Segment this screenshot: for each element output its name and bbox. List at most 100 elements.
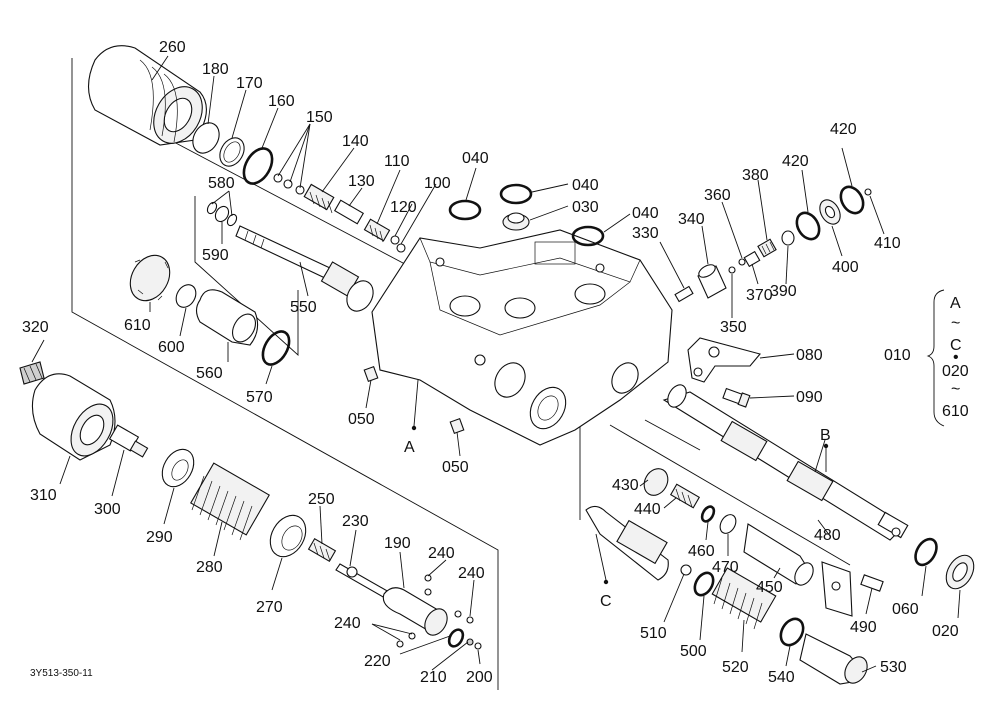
part-120-ring [390,235,400,245]
label-530: 530 [880,659,907,676]
part-320-label [19,361,45,385]
part-050-screws [363,365,465,435]
label-260: 260 [159,39,186,56]
part-380-spring [757,238,777,258]
part-520-spring [711,567,777,630]
part-390-plug [781,230,795,246]
label-150: 150 [306,109,333,126]
label-060: 060 [892,601,919,618]
label-520: 520 [722,659,749,676]
label-110: 110 [384,153,410,170]
label-510: 510 [640,625,667,642]
label-140: 140 [342,133,369,150]
label-080: 080 [796,347,823,364]
label-120: 120 [390,199,417,216]
part-030-plug [502,212,530,231]
part-060-oring [914,537,938,567]
label-290: 290 [146,529,173,546]
reference-letters: A B C [404,427,831,610]
label-040-c: 040 [632,205,659,222]
label-280: 280 [196,559,223,576]
part-330-pin [674,285,694,303]
label-170: 170 [236,75,263,92]
part-490-bolt-plate [821,561,884,617]
part-090-bolt [722,387,751,408]
part-310-housing [31,373,116,461]
range-tilde-2: ~ [951,381,960,398]
label-550: 550 [290,299,317,316]
ref-a: A [404,439,415,456]
label-580: 580 [208,175,235,192]
label-050-a: 050 [348,411,375,428]
label-360: 360 [704,187,731,204]
part-270-sleeve [269,514,307,558]
part-350-ball [728,266,736,274]
label-240-c: 240 [334,615,361,632]
part-200-ring [466,638,482,650]
part-510-spool-c [585,505,692,581]
label-610: 610 [124,317,151,334]
label-210: 210 [420,669,447,686]
label-180: 180 [202,61,229,78]
part-530-cap [799,633,868,685]
part-580-rings [206,201,238,227]
label-400: 400 [832,259,859,276]
label-570: 570 [246,389,273,406]
label-390: 390 [770,283,797,300]
label-430: 430 [612,477,639,494]
label-320: 320 [22,319,49,336]
part-560-sleeve [195,289,259,346]
part-180-ring [192,122,220,154]
part-160-oring [242,147,274,185]
label-040-b: 040 [572,177,599,194]
range-legend: 010 A ~ C • 020 ~ 610 [884,295,969,420]
label-020: 020 [932,623,959,640]
part-440-spring [669,483,701,509]
reference-markers [411,379,829,585]
part-290-bushing [161,448,195,488]
part-610-gear [129,254,171,302]
drawing-code: 3Y513-350-11 [30,668,93,679]
part-410-ring [864,188,872,196]
assembly-frame-lines [71,58,851,690]
label-310: 310 [30,487,57,504]
part-040-orings [448,183,605,247]
label-050-b: 050 [442,459,469,476]
label-230: 230 [342,513,369,530]
label-300: 300 [94,501,121,518]
range-end1: 020 [942,363,969,380]
part-500-oring [693,571,715,597]
label-370: 370 [746,287,773,304]
part-360-ring [738,258,746,266]
label-600: 600 [158,339,185,356]
part-110-spring [363,218,391,243]
range-tilde-1: ~ [951,315,960,332]
label-240-b: 240 [458,565,485,582]
label-420-a: 420 [782,153,809,170]
part-570-oring [261,330,291,366]
part-140-spring [303,183,335,214]
part-210-oring [447,628,465,648]
part-080-bracket [687,337,761,383]
label-540: 540 [768,669,795,686]
part-550-spool [235,225,374,312]
part-150-small-rings [273,173,305,195]
part-540-oring [779,617,805,647]
part-460-oring [700,505,716,523]
part-130-piston [333,199,365,225]
range-bracket [926,289,945,427]
part-600-washer [175,284,197,308]
label-270: 270 [256,599,283,616]
range-end2: 610 [942,403,969,420]
label-350: 350 [720,319,747,336]
label-130: 130 [348,173,375,190]
label-410: 410 [874,235,901,252]
part-400-cap [819,199,841,225]
part-430-plug [643,468,669,496]
part-450-piston [743,523,814,586]
label-030: 030 [572,199,599,216]
label-250: 250 [308,491,335,508]
part-370-seat [743,250,761,268]
part-020-seal [945,554,975,590]
